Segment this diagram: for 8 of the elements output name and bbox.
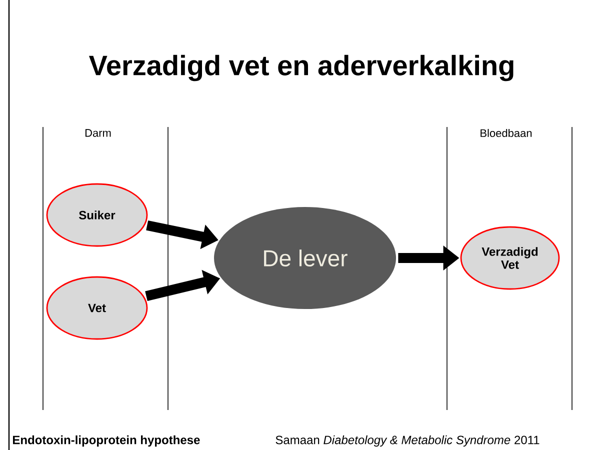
ellipse-node: Suiker (46, 183, 148, 247)
ellipse-node: Verzadigd Vet (460, 226, 560, 290)
title: Verzadigd vet en aderverkalking (88, 54, 514, 82)
lane-label: Bloedbaan (480, 128, 532, 138)
lane-label: Darm (85, 129, 111, 137)
citation-text: Samaan Diabetology & Metabolic Syndrome 2011 (276, 435, 540, 447)
footer-text: Endotoxin-lipoprotein hypothese (13, 435, 200, 447)
ellipse-node: Vet (46, 276, 148, 340)
